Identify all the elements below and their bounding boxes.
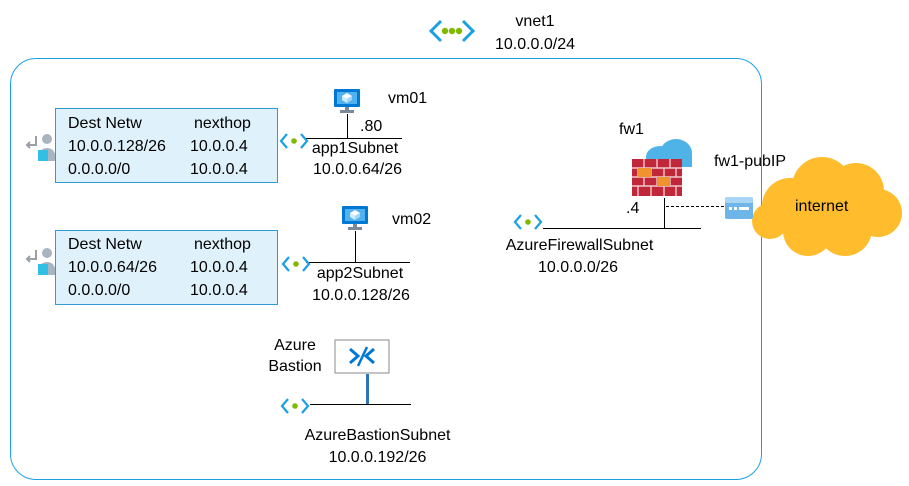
firewall-link <box>664 198 665 228</box>
subnet-icon <box>513 212 543 232</box>
bastion-subnet-cidr: 10.0.0.192/26 <box>328 449 427 466</box>
rt2-row2-nexthop: 10.0.0.4 <box>190 282 248 299</box>
app1-subnet-name: app1Subnet <box>311 140 399 157</box>
vnet-boundary <box>10 58 762 480</box>
subnet-icon <box>281 254 311 274</box>
route-table-1: Dest Netw nexthop 10.0.0.128/26 10.0.0.4… <box>55 108 278 183</box>
rt1-row1-nexthop: 10.0.0.4 <box>190 138 248 155</box>
firewall-subnet-line <box>543 228 701 229</box>
app1-subnet-line <box>306 138 402 139</box>
bastion-subnet-line <box>310 404 411 405</box>
internet-label: internet <box>795 198 849 215</box>
rt1-header-dest: Dest Netw <box>68 115 142 132</box>
rt2-header-dest: Dest Netw <box>68 236 142 253</box>
firewall-ip: .4 <box>626 200 640 217</box>
app2-subnet-cidr: 10.0.0.128/26 <box>312 287 410 304</box>
route-table-2: Dest Netw nexthop 10.0.0.64/26 10.0.0.4 … <box>55 230 278 305</box>
app1-subnet-cidr: 10.0.0.64/26 <box>313 161 402 178</box>
rt2-row2-dest: 0.0.0.0/0 <box>68 282 131 299</box>
vnet-icon <box>428 18 476 44</box>
virtual-machine-icon <box>341 205 369 231</box>
public-ip-icon <box>724 196 754 220</box>
rt2-row1-dest: 10.0.0.64/26 <box>68 259 157 276</box>
subnet-icon <box>280 396 310 416</box>
firewall-name: fw1 <box>619 121 644 138</box>
subnet-icon <box>279 131 309 151</box>
vm01-link <box>347 114 348 138</box>
rt1-header-nexthop: nexthop <box>194 115 251 132</box>
rt2-header-nexthop: nexthop <box>194 236 251 253</box>
rt1-row2-dest: 0.0.0.0/0 <box>68 161 131 178</box>
route-table-icon <box>23 245 56 277</box>
app2-subnet-name: app2Subnet <box>316 265 404 282</box>
firewall-icon <box>630 133 696 198</box>
public-ip-label: fw1-pubIP <box>714 153 787 170</box>
cloud-icon <box>750 151 905 259</box>
bastion-label-line1: Azure <box>274 337 316 354</box>
vnet-name: vnet1 <box>515 13 555 30</box>
bastion-icon <box>334 339 390 374</box>
route-table-icon <box>23 131 56 163</box>
rt1-row1-dest: 10.0.0.128/26 <box>68 138 166 155</box>
vm02-link <box>355 231 356 262</box>
firewall-subnet-cidr: 10.0.0.0/26 <box>537 259 619 276</box>
vm01-ip: .80 <box>360 118 383 135</box>
vm02-name: vm02 <box>392 211 432 228</box>
public-ip-link <box>666 206 724 207</box>
bastion-label-line2: Bastion <box>268 358 322 375</box>
firewall-subnet-name: AzureFirewallSubnet <box>505 237 654 254</box>
rt1-row2-nexthop: 10.0.0.4 <box>190 161 248 178</box>
vnet-cidr: 10.0.0.0/24 <box>494 36 576 53</box>
bastion-subnet-name: AzureBastionSubnet <box>304 427 451 444</box>
vm01-name: vm01 <box>388 90 428 107</box>
bastion-link <box>366 374 369 404</box>
rt2-row1-nexthop: 10.0.0.4 <box>190 259 248 276</box>
virtual-machine-icon <box>333 88 361 114</box>
app2-subnet-line <box>306 262 410 263</box>
